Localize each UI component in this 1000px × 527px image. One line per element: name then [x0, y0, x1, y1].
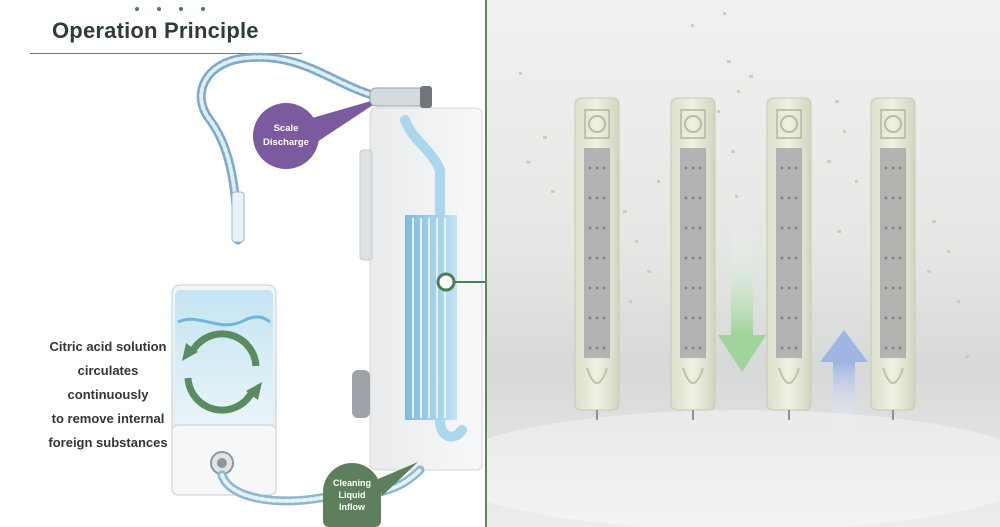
down-flow-arrow-icon [718, 225, 766, 372]
circulation-arrows-icon [182, 330, 262, 414]
panel-divider [485, 0, 487, 527]
caption-line: foreign substances [48, 435, 168, 450]
heat-exchanger-plate [870, 97, 916, 421]
zoom-marker [436, 272, 456, 292]
plate-illustration [487, 12, 1000, 527]
hose-clamp-top [231, 191, 245, 243]
scale-discharge-label: Scale Discharge [253, 103, 319, 169]
up-flow-arrow-icon [820, 330, 868, 434]
title-underline [30, 53, 302, 54]
caption-line: Citric acid solution [49, 339, 167, 354]
heat-exchanger-plate [670, 97, 716, 421]
heat-exchanger-closeup [487, 0, 1000, 527]
system-illustration [171, 52, 485, 506]
heat-exchanger-plate [574, 97, 620, 421]
scale-particles [519, 12, 969, 358]
heat-exchanger-plate [766, 97, 812, 421]
page-title: Operation Principle [52, 18, 259, 43]
operation-principle-panel: Operation Principle [0, 0, 485, 527]
tap-nozzle [352, 370, 370, 418]
description-caption: Citric acid solution circulates continuo… [28, 335, 188, 455]
caption-line: to remove internal [51, 411, 165, 426]
caption-line: circulates [77, 363, 139, 378]
caption-line: continuously [67, 387, 149, 402]
title-decoration-dots [135, 7, 205, 11]
cleaning-liquid-inflow-label: Cleaning Liquid Inflow [323, 463, 381, 527]
